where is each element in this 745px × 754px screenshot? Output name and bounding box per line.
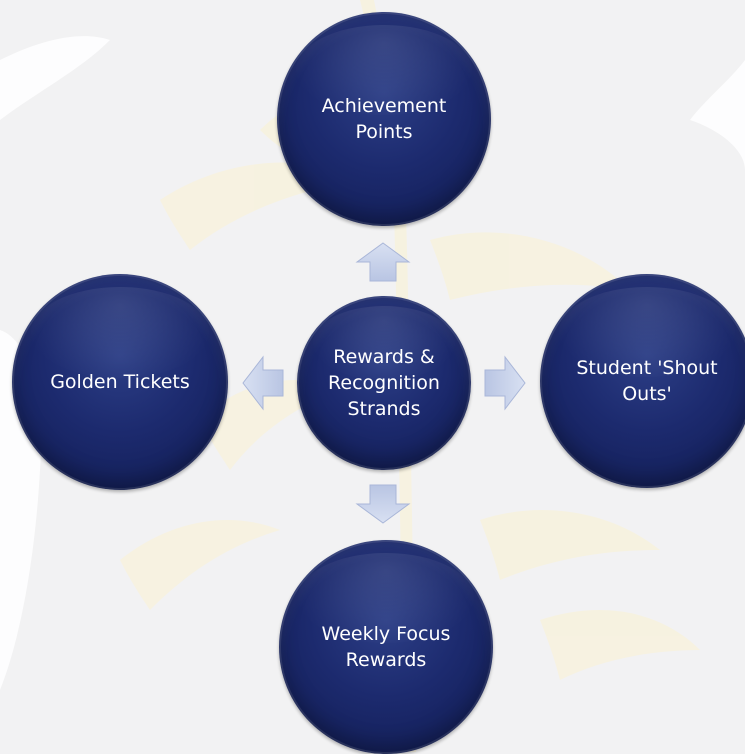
arrow-right-icon [484,355,526,411]
node-label: Student 'Shout Outs' [576,357,718,405]
arrow-left-icon [242,355,284,411]
node-label: Achievement Points [321,95,447,143]
node-weekly-focus-rewards: Weekly Focus Rewards [279,540,493,754]
node-golden-tickets: Golden Tickets [12,274,228,490]
center-node-label: Rewards & Recognition Strands [328,346,440,420]
node-achievement-points: Achievement Points [277,12,491,226]
node-label: Golden Tickets [50,371,190,393]
arrow-up-icon [355,242,411,282]
node-student-shout-outs: Student 'Shout Outs' [540,274,745,488]
node-rewards-recognition-strands: Rewards & Recognition Strands [297,296,471,470]
arrow-down-icon [355,484,411,524]
node-label: Weekly Focus Rewards [321,623,451,671]
